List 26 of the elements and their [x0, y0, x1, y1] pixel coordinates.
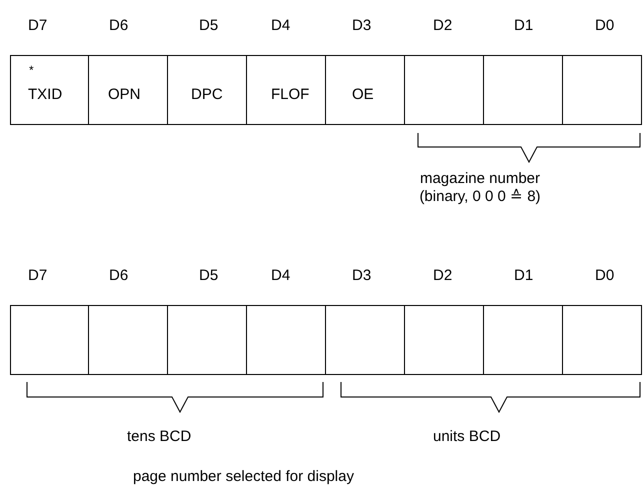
- field-name: FLOF: [271, 86, 310, 104]
- bit-label: D2: [433, 267, 452, 285]
- field-name: TXID: [28, 86, 62, 104]
- bit-label: D2: [433, 17, 452, 35]
- bracket-caption: tens BCD: [127, 428, 192, 446]
- bit-label: D3: [352, 17, 372, 35]
- bit-label: D5: [199, 17, 218, 35]
- bit-label: D0: [595, 267, 614, 285]
- bit-label: D5: [199, 267, 218, 285]
- bracket-caption: magazine number (binary, 0 0 0 ≙ 8): [418, 170, 542, 206]
- bit-label: D1: [514, 267, 534, 285]
- bit-label: D3: [352, 267, 372, 285]
- bit-label: D0: [595, 17, 614, 35]
- bracket-caption: units BCD: [433, 428, 501, 446]
- bit-label: D6: [109, 267, 128, 285]
- footnote-mark: *: [29, 64, 34, 76]
- field-name: DPC: [191, 86, 223, 104]
- caption: page number selected for display: [133, 468, 354, 486]
- bit-label: D1: [514, 17, 534, 35]
- field-name: OE: [352, 86, 374, 104]
- field-name: OPN: [108, 86, 141, 104]
- bit-label: D6: [109, 17, 128, 35]
- bit-label: D4: [271, 17, 290, 35]
- bit-label: D7: [28, 17, 48, 35]
- bit-label: D4: [271, 267, 290, 285]
- bit-label: D7: [28, 267, 48, 285]
